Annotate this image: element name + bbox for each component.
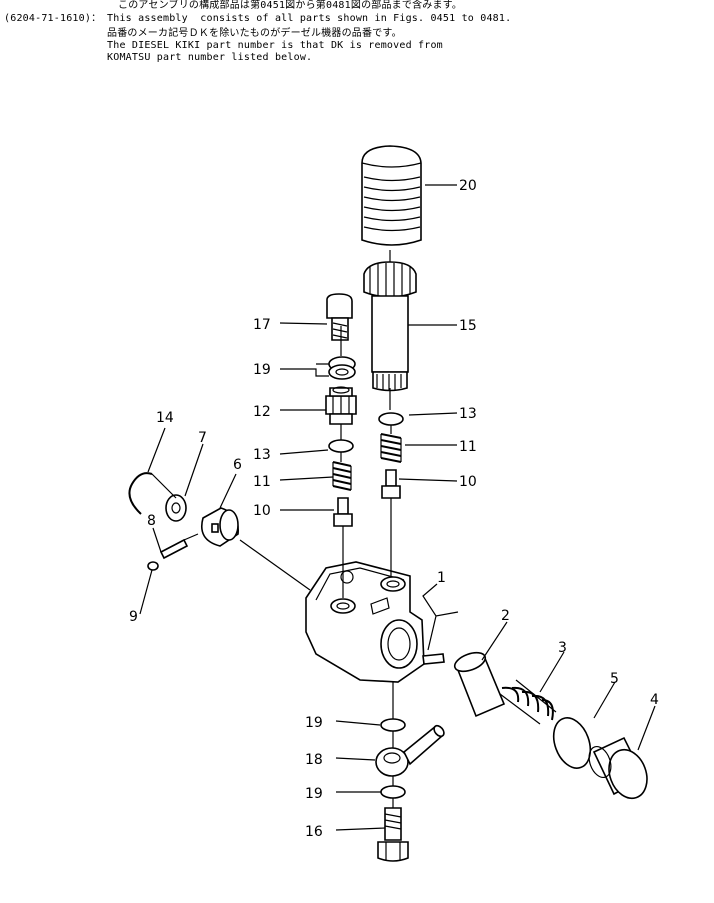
- part-10-pin-left: [333, 497, 353, 527]
- callout-1: 1: [437, 570, 446, 586]
- part-2-piston: [453, 651, 506, 718]
- header-note-jp-2: 品番のメーカ記号ＤＫを除いたものがデーゼル機器の品番です。: [107, 28, 402, 39]
- callout-14: 14: [156, 410, 174, 426]
- callout-2: 2: [501, 608, 510, 624]
- callout-5: 5: [610, 671, 619, 687]
- part-14-snap-ring: [128, 472, 153, 515]
- callout-11-left: 11: [253, 474, 271, 490]
- part-11-spring-right: [380, 433, 402, 463]
- part-1-pin: [422, 653, 445, 665]
- header-note-en-2: The DIESEL KIKI part number is that DK i…: [107, 40, 443, 51]
- part-9-screw: [147, 561, 159, 571]
- part-13-o-ring-left: [328, 439, 354, 453]
- part-19-washer-upper: [328, 356, 356, 380]
- part-10-pin-right: [381, 469, 401, 499]
- part-11-spring-left: [332, 461, 352, 491]
- callout-10-right: 10: [459, 474, 477, 490]
- part-20-bellows: [361, 145, 422, 246]
- callout-9: 9: [129, 609, 138, 625]
- callout-19-middle: 19: [305, 715, 323, 731]
- callout-10-left: 10: [253, 503, 271, 519]
- callout-11-right: 11: [459, 439, 477, 455]
- header-note-jp-1: このアセンブリの構成部品は第0451図から第0481図の部品まで含みます。: [118, 0, 463, 11]
- callout-3: 3: [558, 640, 567, 656]
- callout-17: 17: [253, 317, 271, 333]
- part-18-banjo: [375, 724, 445, 777]
- part-19-washer-middle: [380, 718, 406, 732]
- callout-7: 7: [198, 430, 207, 446]
- part-13-o-ring-right: [378, 412, 404, 426]
- part-4-plug: [588, 736, 648, 800]
- callout-20: 20: [459, 178, 477, 194]
- part-12-nut: [325, 386, 357, 425]
- header-note-en-3: KOMATSU part number listed below.: [107, 52, 313, 63]
- header-assembly-number: (6204-71-1610)：: [4, 13, 102, 24]
- header-note-en-1: This assembly consists of all parts show…: [107, 13, 512, 24]
- part-6-sleeve: [201, 507, 239, 547]
- callout-8: 8: [147, 513, 156, 529]
- callout-12: 12: [253, 404, 271, 420]
- callout-4: 4: [650, 692, 659, 708]
- callout-15: 15: [459, 318, 477, 334]
- callout-6: 6: [233, 457, 242, 473]
- leader-lines: [139, 184, 656, 831]
- part-7-washer: [165, 494, 187, 522]
- part-16-bolt: [377, 807, 409, 862]
- part-3-spring: [499, 679, 557, 725]
- part-1-housing: [305, 561, 425, 683]
- callout-13-right: 13: [459, 406, 477, 422]
- callout-13-left: 13: [253, 447, 271, 463]
- part-15-pump-body: [363, 261, 417, 392]
- callout-18: 18: [305, 752, 323, 768]
- part-19-washer-lower: [380, 785, 406, 799]
- part-8-pin: [159, 538, 189, 560]
- callout-16: 16: [305, 824, 323, 840]
- part-17-bolt: [326, 293, 353, 341]
- part-5-o-ring: [552, 717, 592, 769]
- callout-19-lower: 19: [305, 786, 323, 802]
- assembly-lines: [151, 250, 394, 808]
- callout-19-upper: 19: [253, 362, 271, 378]
